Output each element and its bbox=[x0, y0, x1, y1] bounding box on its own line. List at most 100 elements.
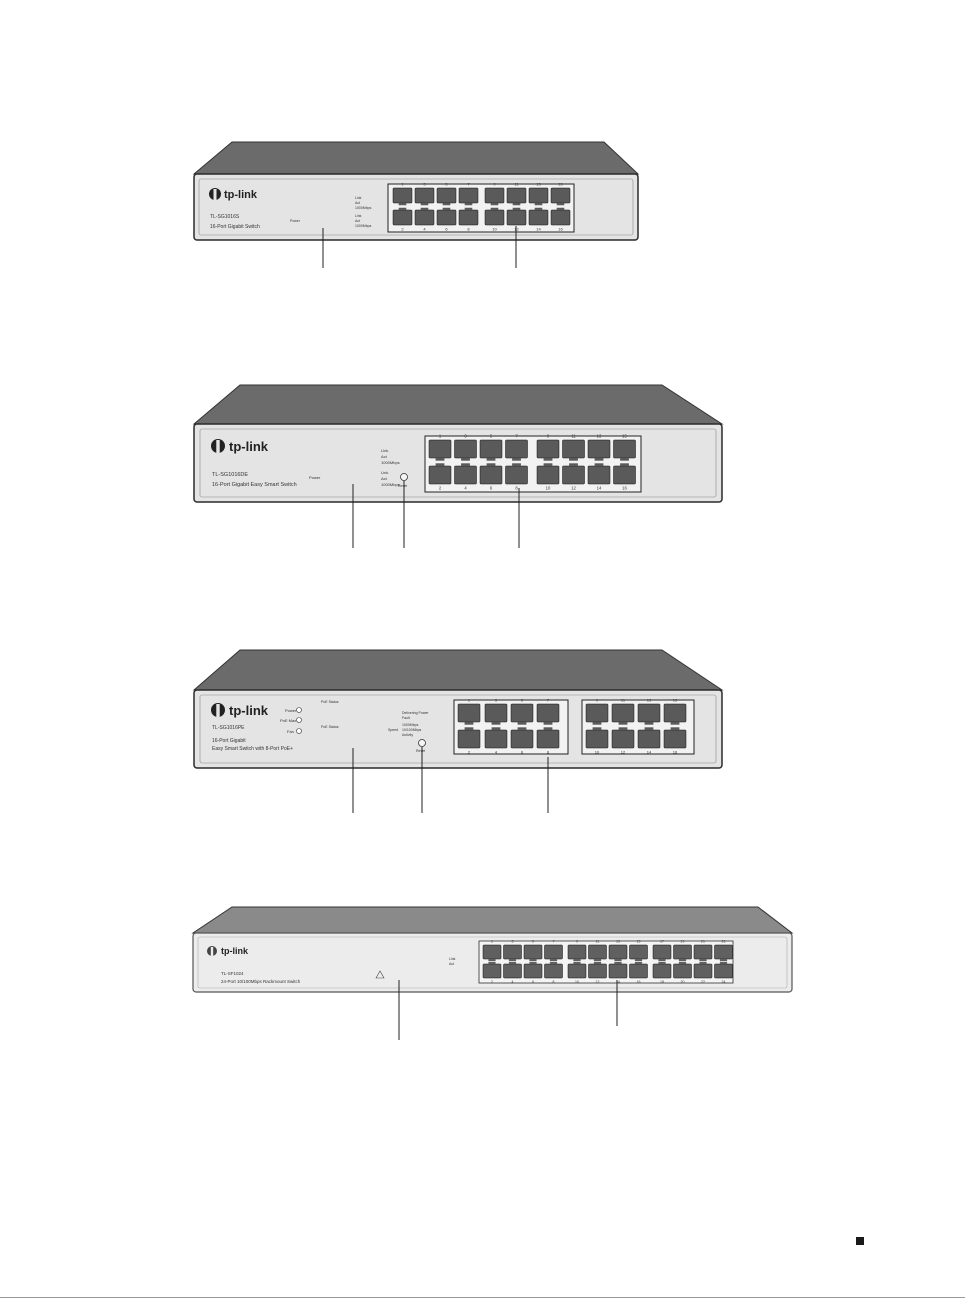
ethernet-port-7[interactable] bbox=[458, 187, 479, 204]
ethernet-port-11[interactable] bbox=[506, 187, 527, 204]
led-label-act: Act bbox=[381, 454, 388, 459]
ethernet-port-7[interactable] bbox=[544, 944, 563, 960]
ethernet-port-16[interactable] bbox=[613, 465, 636, 485]
description-label: 16-Port Gigabit Switch bbox=[210, 224, 260, 230]
ethernet-port-3[interactable] bbox=[414, 187, 435, 204]
ethernet-port-2[interactable] bbox=[392, 209, 413, 226]
ethernet-port-15[interactable] bbox=[613, 439, 636, 459]
ethernet-port-19[interactable] bbox=[673, 944, 692, 960]
ethernet-port-10[interactable] bbox=[585, 729, 609, 749]
port-latch bbox=[618, 727, 628, 730]
ethernet-port-9[interactable] bbox=[585, 703, 609, 723]
ethernet-port-4[interactable] bbox=[503, 963, 522, 979]
ethernet-port-6[interactable] bbox=[479, 465, 503, 485]
ethernet-port-3[interactable] bbox=[503, 944, 522, 960]
ethernet-port-17[interactable] bbox=[652, 944, 672, 960]
ethernet-port-24[interactable] bbox=[714, 963, 733, 979]
port-latch bbox=[670, 727, 680, 730]
ethernet-port-20[interactable] bbox=[673, 963, 692, 979]
ethernet-port-15[interactable] bbox=[550, 187, 571, 204]
ethernet-port-6[interactable] bbox=[510, 729, 534, 749]
ethernet-port-18[interactable] bbox=[652, 963, 672, 979]
ethernet-port-15[interactable] bbox=[663, 703, 687, 723]
port-latch bbox=[398, 203, 407, 206]
fan-led bbox=[296, 728, 302, 734]
port-latch bbox=[594, 458, 604, 461]
ethernet-port-12[interactable] bbox=[562, 465, 585, 485]
ethernet-port-3[interactable] bbox=[454, 439, 477, 459]
ethernet-port-2[interactable] bbox=[457, 729, 481, 749]
port-number-label: 1 bbox=[468, 698, 471, 703]
ethernet-port-6[interactable] bbox=[523, 963, 543, 979]
ethernet-port-21[interactable] bbox=[693, 944, 713, 960]
ethernet-port-8[interactable] bbox=[544, 963, 563, 979]
ethernet-port-22[interactable] bbox=[693, 963, 713, 979]
ethernet-port-4[interactable] bbox=[414, 209, 435, 226]
ethernet-port-16[interactable] bbox=[550, 209, 571, 226]
ethernet-port-8[interactable] bbox=[536, 729, 560, 749]
ethernet-port-4[interactable] bbox=[454, 465, 477, 485]
ethernet-port-12[interactable] bbox=[588, 963, 607, 979]
ethernet-port-4[interactable] bbox=[484, 729, 508, 749]
switch-top-cover bbox=[192, 384, 724, 425]
ethernet-port-9[interactable] bbox=[484, 187, 505, 204]
ethernet-port-10[interactable] bbox=[484, 209, 505, 226]
ethernet-port-12[interactable] bbox=[611, 729, 635, 749]
reset-button[interactable] bbox=[400, 473, 408, 481]
ethernet-port-5[interactable] bbox=[510, 703, 534, 723]
ethernet-port-7[interactable] bbox=[505, 439, 528, 459]
led-label-act-2: Act bbox=[381, 476, 388, 481]
ethernet-port-12[interactable] bbox=[506, 209, 527, 226]
port-number-label: 14 bbox=[597, 486, 602, 491]
port-latch bbox=[644, 727, 654, 730]
ethernet-port-11[interactable] bbox=[588, 944, 607, 960]
port-latch bbox=[442, 207, 451, 210]
port-number-label: 6 bbox=[521, 750, 524, 755]
ethernet-port-16[interactable] bbox=[663, 729, 687, 749]
port-number-label: 10 bbox=[492, 227, 497, 232]
switch-tl-sg1016de: tp-link TL-SG1016DE 16-Port Gigabit Easy… bbox=[192, 384, 724, 548]
ethernet-port-14[interactable] bbox=[608, 963, 628, 979]
ethernet-port-10[interactable] bbox=[536, 465, 560, 485]
port-number-label: 1 bbox=[491, 940, 493, 944]
ethernet-port-14[interactable] bbox=[637, 729, 661, 749]
switch-top-cover bbox=[191, 906, 794, 934]
ethernet-port-7[interactable] bbox=[536, 703, 560, 723]
ethernet-port-2[interactable] bbox=[428, 465, 452, 485]
ethernet-port-15[interactable] bbox=[629, 944, 648, 960]
port-latch bbox=[543, 727, 553, 730]
ethernet-port-13[interactable] bbox=[637, 703, 661, 723]
port-number-label: 3 bbox=[464, 434, 467, 439]
ethernet-port-14[interactable] bbox=[587, 465, 611, 485]
ethernet-port-5[interactable] bbox=[436, 187, 457, 204]
ethernet-port-10[interactable] bbox=[567, 963, 587, 979]
ethernet-port-1[interactable] bbox=[428, 439, 452, 459]
ethernet-port-5[interactable] bbox=[479, 439, 503, 459]
port-latch bbox=[512, 207, 521, 210]
ethernet-port-13[interactable] bbox=[528, 187, 549, 204]
ethernet-port-9[interactable] bbox=[567, 944, 587, 960]
ethernet-port-6[interactable] bbox=[436, 209, 457, 226]
port-number-label: 12 bbox=[621, 750, 626, 755]
ethernet-port-11[interactable] bbox=[562, 439, 585, 459]
ethernet-port-1[interactable] bbox=[392, 187, 413, 204]
ethernet-port-13[interactable] bbox=[587, 439, 611, 459]
ethernet-port-1[interactable] bbox=[457, 703, 481, 723]
ethernet-port-2[interactable] bbox=[482, 963, 502, 979]
switch-top-cover bbox=[192, 649, 724, 691]
ethernet-port-9[interactable] bbox=[536, 439, 560, 459]
ethernet-port-16[interactable] bbox=[629, 963, 648, 979]
ethernet-port-5[interactable] bbox=[523, 944, 543, 960]
ethernet-port-1[interactable] bbox=[482, 944, 502, 960]
port-number-label: 16 bbox=[637, 980, 641, 984]
reset-button[interactable] bbox=[418, 739, 426, 747]
port-number-label: 12 bbox=[571, 486, 576, 491]
ethernet-port-8[interactable] bbox=[458, 209, 479, 226]
ethernet-port-8[interactable] bbox=[505, 465, 528, 485]
ethernet-port-13[interactable] bbox=[608, 944, 628, 960]
ethernet-port-3[interactable] bbox=[484, 703, 508, 723]
ethernet-port-23[interactable] bbox=[714, 944, 733, 960]
ethernet-port-14[interactable] bbox=[528, 209, 549, 226]
port-number-label: 9 bbox=[547, 434, 550, 439]
ethernet-port-11[interactable] bbox=[611, 703, 635, 723]
